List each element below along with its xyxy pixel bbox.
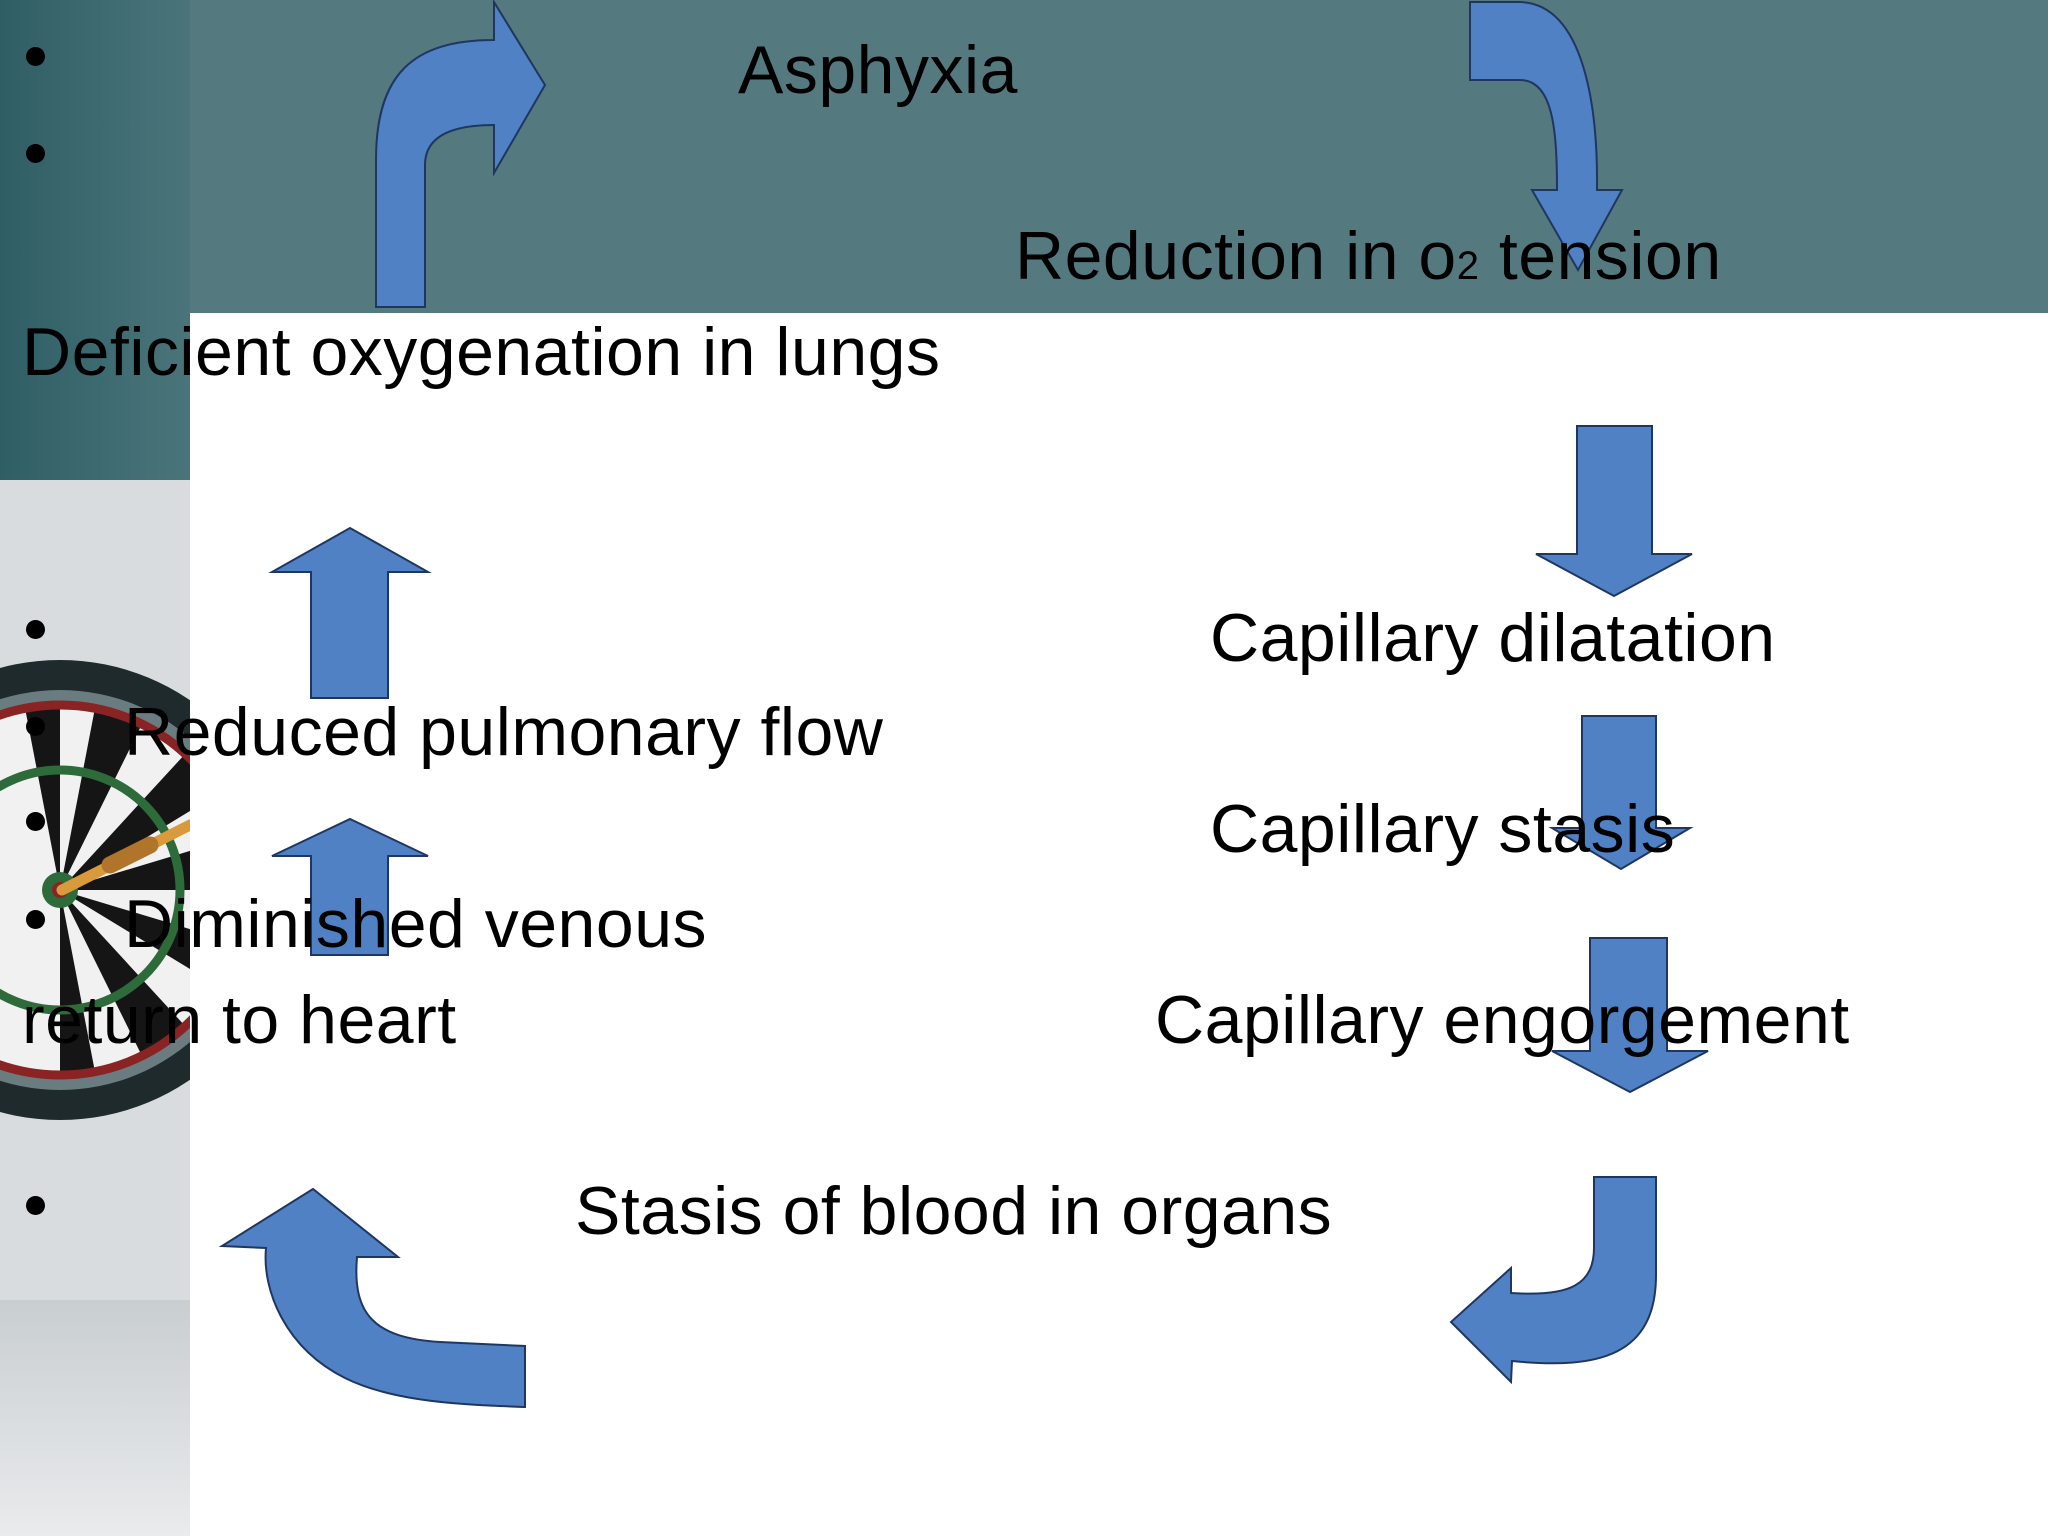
node-capillary-engorgement: Capillary engorgement <box>1155 982 1850 1058</box>
node-deficient-oxygenation: Deficient oxygenation in lungs <box>22 314 941 390</box>
bullet-point <box>26 717 45 736</box>
curved-arrow-up-icon <box>218 1187 526 1409</box>
node-reduction-subscript: 2 <box>1456 244 1480 288</box>
bullet-point <box>26 1196 45 1215</box>
side-strip-top <box>0 0 190 480</box>
node-reduction-o2-tension: Reduction in o2 tension <box>1015 222 1722 290</box>
bullet-point <box>26 47 45 66</box>
arrow-down-icon <box>1551 937 1709 1094</box>
node-reduction-prefix: Reduction in o <box>1015 218 1457 294</box>
node-capillary-stasis: Capillary stasis <box>1210 791 1676 867</box>
diagram-title: Asphyxia <box>738 32 1018 108</box>
node-diminished-venous-line2: return to heart <box>22 982 457 1058</box>
bullet-point <box>26 910 45 929</box>
node-reduction-suffix: tension <box>1479 218 1722 294</box>
arrow-down-icon <box>1548 715 1694 871</box>
node-reduced-pulmonary-flow: Reduced pulmonary flow <box>124 694 884 770</box>
node-capillary-dilatation: Capillary dilatation <box>1210 600 1776 676</box>
node-diminished-venous-line1: Diminished venous <box>124 886 708 962</box>
arrow-up-icon <box>268 526 432 699</box>
curved-arrow-down-icon <box>1469 0 1624 273</box>
arrow-up-icon <box>271 817 429 956</box>
bullet-point <box>26 812 45 831</box>
side-strip-reflection <box>0 1300 190 1536</box>
header-band <box>0 0 2048 313</box>
bullet-point <box>26 144 45 163</box>
curved-arrow-left-icon <box>1449 1176 1657 1385</box>
node-stasis-of-blood: Stasis of blood in organs <box>575 1173 1333 1249</box>
bullet-point <box>26 620 45 639</box>
curved-arrow-right-icon <box>375 0 547 308</box>
dartboard-image <box>0 480 190 1300</box>
arrow-down-icon <box>1535 425 1693 598</box>
side-image-strip <box>0 0 190 1536</box>
